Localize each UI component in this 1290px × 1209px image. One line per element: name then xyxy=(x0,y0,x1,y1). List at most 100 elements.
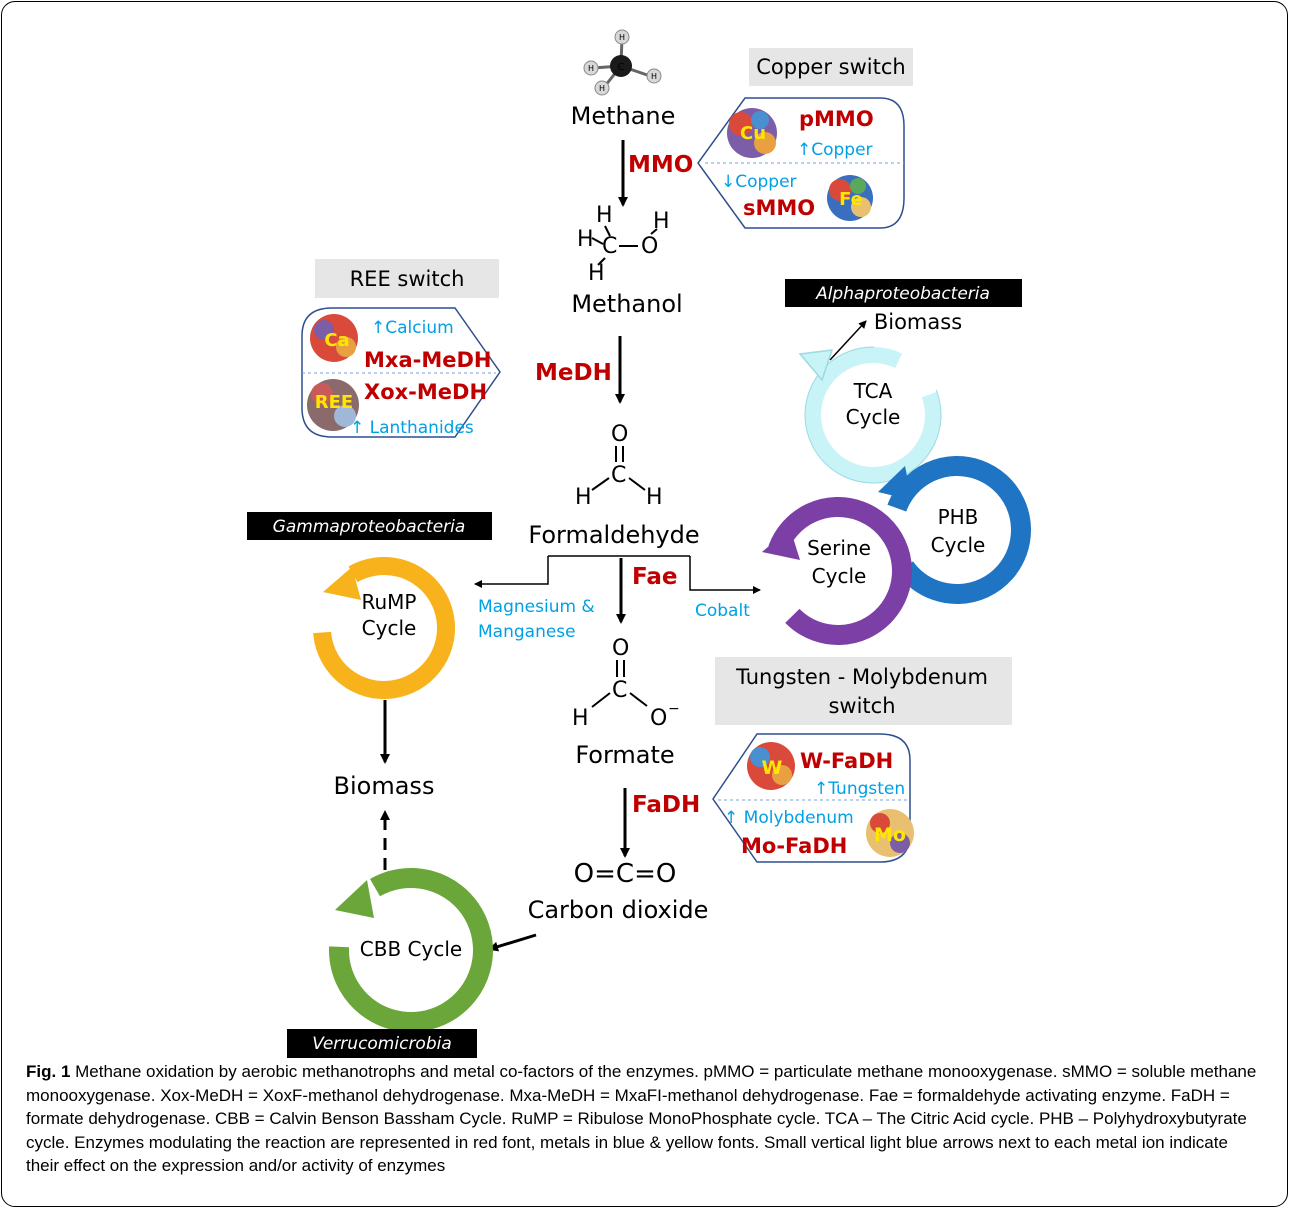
tm-switch-title-line2: switch xyxy=(828,694,895,718)
svg-text:H: H xyxy=(596,203,613,228)
phb-label-1: PHB xyxy=(938,505,979,529)
svg-text:H: H xyxy=(646,485,663,510)
copper-up-label: ↑Copper xyxy=(797,140,873,160)
svg-text:H: H xyxy=(588,261,605,286)
xox-medh-label: Xox-MeDH xyxy=(364,380,487,404)
svg-text:H: H xyxy=(599,84,605,93)
svg-text:O: O xyxy=(641,234,658,259)
tca-arrowhead xyxy=(798,349,834,382)
verruco-taxon-label: Verrucomicrobia xyxy=(312,1034,452,1054)
tca-cycle-ring xyxy=(805,347,941,483)
branch-to-serine-arrow xyxy=(689,556,761,594)
copper-switch-box xyxy=(749,48,913,86)
gamma-taxon-box xyxy=(247,512,492,540)
figure-caption: Fig. 1 Methane oxidation by aerobic meth… xyxy=(26,1060,1264,1178)
cbb-cycle-ring xyxy=(329,867,493,1032)
serine-label-2: Cycle xyxy=(812,564,867,588)
svg-text:H: H xyxy=(588,64,594,73)
methane-oxidation-diagram: C H H H H Methane MMO H H C O H H Methan… xyxy=(247,29,1031,1058)
smmo-label: sMMO xyxy=(743,196,815,220)
smmo-protein-icon xyxy=(827,175,873,221)
tca-label-2: Cycle xyxy=(846,405,901,429)
manganese-label: Manganese xyxy=(478,622,576,642)
tca-to-biomass-arrow xyxy=(829,320,867,361)
svg-text:H: H xyxy=(577,227,594,252)
mo-fadh-label: Mo-FaDH xyxy=(741,834,847,858)
magnesium-label: Magnesium & xyxy=(478,597,595,617)
ree-switch-box xyxy=(315,259,499,298)
cbb-label: CBB Cycle xyxy=(360,937,462,961)
ree-switch-title: REE switch xyxy=(350,267,465,291)
carbon-dioxide-label: Carbon dioxide xyxy=(528,896,709,924)
w-fadh-protein-icon xyxy=(747,742,795,790)
rump-arrowhead xyxy=(323,567,361,600)
phb-label-2: Cycle xyxy=(931,533,986,557)
tungsten-up-label: ↑Tungsten xyxy=(814,779,905,799)
alpha-taxon-label: Alphaproteobacteria xyxy=(815,284,990,304)
fadh-label: FaDH xyxy=(632,792,700,818)
caption-label: Fig. 1 xyxy=(26,1062,71,1081)
tca-label-1: TCA xyxy=(853,379,893,403)
mmo-label: MMO xyxy=(628,152,693,178)
co2-to-cbb-arrow xyxy=(488,933,537,952)
rump-label-1: RuMP xyxy=(362,590,417,614)
fe-symbol: Fe xyxy=(839,189,863,210)
alpha-taxon-box xyxy=(785,279,1022,307)
svg-text:C: C xyxy=(611,463,626,488)
verruco-taxon-box xyxy=(287,1029,477,1058)
svg-text:H: H xyxy=(572,706,589,731)
alpha-biomass-label: Biomass xyxy=(874,310,962,334)
methanol-label: Methanol xyxy=(571,290,682,318)
formate-label: Formate xyxy=(575,741,674,769)
svg-text:−: − xyxy=(668,701,680,717)
svg-text:C: C xyxy=(602,234,617,259)
mxa-medh-label: Mxa-MeDH xyxy=(364,348,491,372)
ree-symbol: REE xyxy=(315,392,353,413)
cu-symbol: Cu xyxy=(740,123,766,144)
svg-text:H: H xyxy=(619,33,625,42)
methanol-structure: H H C O H H xyxy=(577,203,670,286)
mxa-protein-icon xyxy=(310,314,358,362)
pmmo-label: pMMO xyxy=(799,107,874,131)
phb-cycle-ring xyxy=(883,456,1031,604)
lanthanides-up-label: ↑ Lanthanides xyxy=(350,418,474,438)
serine-label-1: Serine xyxy=(807,536,871,560)
svg-text:H: H xyxy=(653,209,670,234)
phb-arrowhead xyxy=(878,466,912,500)
copper-down-label: ↓Copper xyxy=(721,172,797,192)
serine-arrowhead xyxy=(762,528,800,560)
svg-text:O: O xyxy=(650,706,667,731)
svg-text:C: C xyxy=(618,62,625,73)
fae-label: Fae xyxy=(632,564,677,590)
ca-symbol: Ca xyxy=(324,330,349,351)
methane-molecule-icon: C H H H H xyxy=(583,29,662,96)
cbb-arrowhead xyxy=(335,880,374,918)
svg-text:H: H xyxy=(575,485,592,510)
tungsten-molybdenum-switch-box xyxy=(715,657,1012,725)
rump-label-2: Cycle xyxy=(362,616,417,640)
svg-text:O: O xyxy=(611,422,628,447)
svg-text:O: O xyxy=(612,636,629,661)
gamma-biomass-label: Biomass xyxy=(334,772,435,800)
calcium-up-label: ↑Calcium xyxy=(371,318,454,338)
medh-label: MeDH xyxy=(535,360,612,386)
methane-label: Methane xyxy=(571,102,676,130)
cobalt-label: Cobalt xyxy=(695,601,750,621)
w-fadh-label: W-FaDH xyxy=(800,749,893,773)
w-symbol: W xyxy=(762,757,783,779)
caption-text: Methane oxidation by aerobic methanotrop… xyxy=(26,1062,1257,1175)
molybdenum-up-label: ↑ Molybdenum xyxy=(724,808,854,828)
svg-text:C: C xyxy=(612,678,627,703)
co2-formula: O=C=O xyxy=(574,859,677,889)
formaldehyde-structure: O C H H xyxy=(575,422,663,510)
svg-text:H: H xyxy=(651,72,657,81)
formaldehyde-label: Formaldehyde xyxy=(528,521,699,549)
formate-structure: O C H O − xyxy=(572,636,680,731)
mo-symbol: Mo xyxy=(874,824,906,846)
gamma-taxon-label: Gammaproteobacteria xyxy=(273,517,466,537)
xox-protein-icon xyxy=(307,379,359,431)
mo-fadh-protein-icon xyxy=(866,809,914,857)
branch-to-rump-arrow xyxy=(474,556,549,588)
copper-switch-title: Copper switch xyxy=(756,55,905,79)
